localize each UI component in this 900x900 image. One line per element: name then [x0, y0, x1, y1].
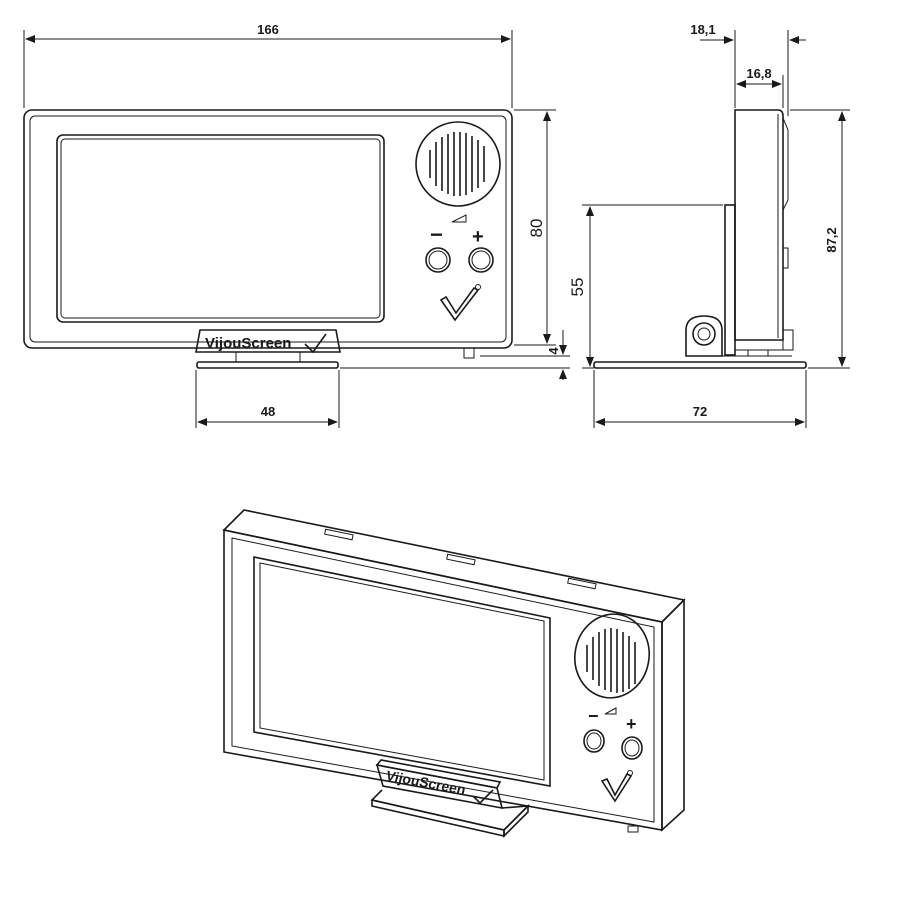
side-lower-block — [734, 339, 784, 351]
front-body-inner-edge — [29, 115, 507, 343]
iso-screen-inner — [259, 562, 545, 781]
volume-ramp-icon — [451, 214, 467, 223]
side-dimensions: 18,1 16,8 87,2 55 72 — [568, 22, 850, 428]
iso-minus-label: − — [588, 706, 599, 726]
isometric-view: − + VijouScreen — [222, 509, 686, 838]
side-stand-plate — [724, 204, 736, 356]
front-brand-check-icon — [304, 333, 327, 354]
plus-label: + — [472, 226, 484, 248]
front-brand-label: VijouScreen — [205, 335, 291, 352]
dim-stand-width: 48 — [261, 404, 275, 419]
iso-brand-label: VijouScreen — [384, 767, 467, 797]
iso-checkmark-logo-icon — [600, 770, 633, 803]
iso-volume-ramp-icon — [604, 707, 617, 715]
front-connector — [463, 347, 475, 359]
side-hinge — [685, 315, 723, 357]
side-view — [593, 109, 807, 369]
front-stand: VijouScreen — [195, 329, 341, 369]
side-foot — [747, 349, 769, 357]
dim-total-height: 87,2 — [824, 227, 839, 252]
front-view: − + VijouScreen — [23, 109, 513, 369]
dim-depth-body: 16,8 — [746, 66, 771, 81]
side-base-plate — [593, 361, 807, 369]
dim-stand-height: 55 — [568, 278, 587, 297]
front-screen — [56, 134, 385, 323]
iso-speaker-grille-icon — [574, 613, 650, 699]
iso-screen — [253, 556, 551, 787]
iso-top-vents — [324, 528, 597, 590]
iso-plus-label: + — [626, 714, 637, 734]
iso-stand: VijouScreen — [370, 759, 531, 838]
dim-total-width: 166 — [257, 22, 279, 37]
dim-depth-total: 18,1 — [690, 22, 715, 37]
checkmark-logo-icon — [439, 284, 481, 322]
iso-connector — [627, 825, 639, 833]
iso-right-face — [661, 598, 685, 832]
iso-bezel-edge — [231, 537, 655, 823]
speaker-grille-icon — [415, 121, 501, 207]
iso-volume-up-button[interactable] — [621, 736, 643, 760]
iso-top-face — [222, 509, 686, 623]
dim-stand-offset: 4 — [546, 347, 561, 355]
dim-height: 80 — [527, 219, 546, 238]
front-body-outline — [23, 109, 513, 349]
iso-brand-check-icon — [472, 789, 494, 805]
side-button-bump — [782, 247, 789, 269]
volume-down-button[interactable] — [425, 247, 451, 273]
front-screen-inner — [60, 138, 381, 319]
volume-up-button[interactable] — [468, 247, 494, 273]
iso-volume-down-button[interactable] — [583, 729, 605, 753]
side-back-block — [782, 329, 794, 351]
minus-label: − — [430, 222, 443, 247]
side-body — [734, 109, 784, 341]
front-dimensions: 166 80 4 48 — [23, 22, 570, 428]
side-front-lip — [782, 117, 789, 211]
dim-base-depth: 72 — [693, 404, 707, 419]
